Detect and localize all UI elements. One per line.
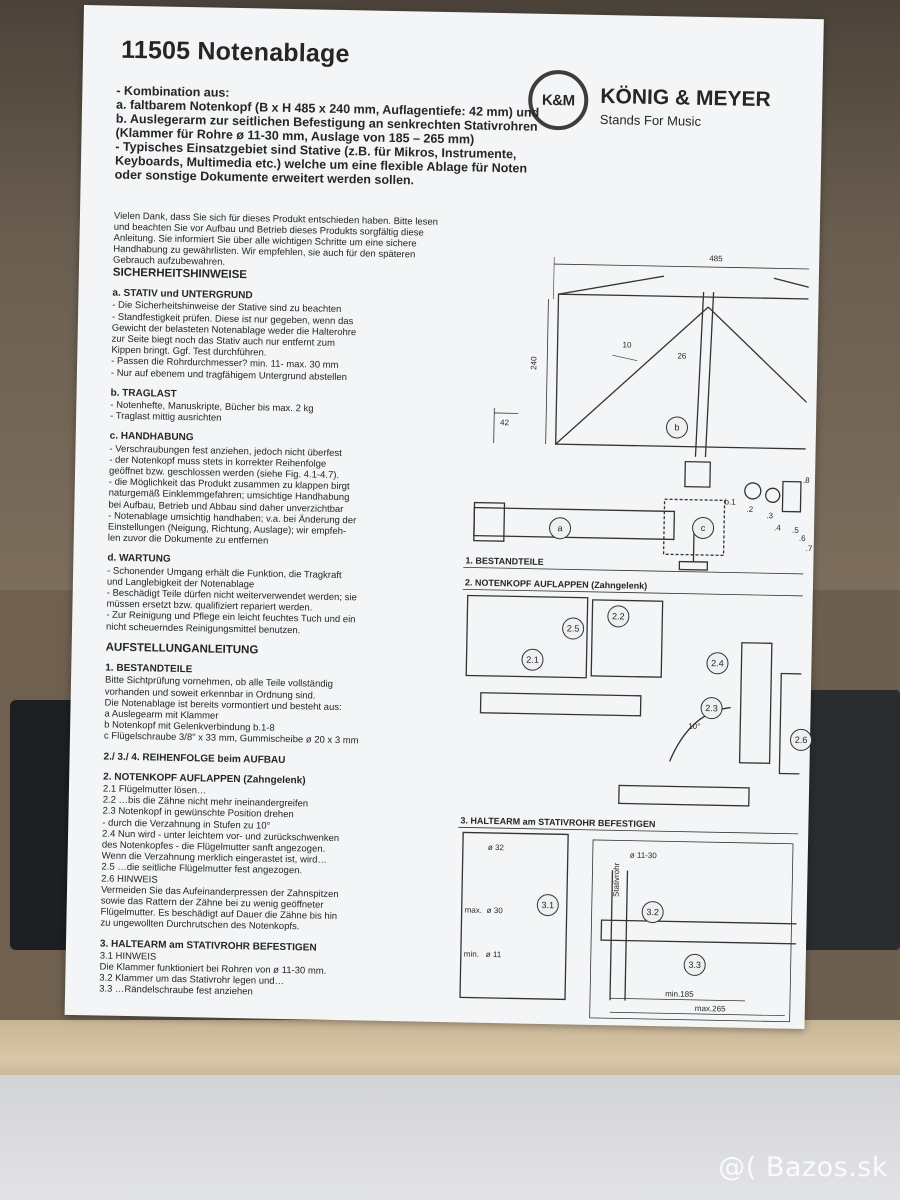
document-title: 11505 Notenablage [120,35,350,69]
watermark: @( Bazos.sk [718,1152,888,1183]
part-b7: .7 [805,543,813,554]
pipe-diameter: ø 11-30 [629,850,657,861]
brand-name: KÖNIG & MEYER [600,84,771,112]
part-b8: .8 [802,475,810,486]
dimension-depth: 42 [499,418,510,428]
instruction-sheet: 11505 Notenablage K&M KÖNIG & MEYER Stan… [64,5,824,1030]
reach-max: max.265 [694,1003,726,1014]
section-heading: SICHERHEITSHINWEISE [112,266,248,282]
section-heading: AUFSTELLUNGANLEITUNG [105,641,259,657]
part-b5: .5 [791,525,799,535]
part-b2: .2 [746,504,754,514]
clamp-min-label: min. [463,949,480,959]
dimension-10: 10 [622,340,632,350]
dimension-26: 26 [677,351,687,361]
part-b6: .6 [798,533,806,543]
reach-min: min.185 [665,989,694,999]
clamp-max-label: max. [464,905,483,915]
angle-label: 10° [688,721,701,731]
clamp-max-diameter: ø 30 [486,905,503,916]
floor-surface [0,1075,900,1200]
figure-1-title: 1. BESTANDTEILE [465,555,544,567]
dimension-width: 485 [709,254,723,264]
text-column: SICHERHEITSHINWEISE a. STATIV und UNTERG… [99,266,385,1001]
cardboard-edge [0,1020,900,1085]
subsection-heading: 2./ 3./ 4. REIHENFOLGE beim AUFBAU [103,751,286,766]
pipe-label: Stativrohr [611,862,622,898]
technical-drawings: 485 240 42 26 10 b a c b.1 .2 .3 .4 .5 .… [365,236,813,1024]
part-b4: .4 [774,523,781,533]
brand-tagline: Stands For Music [599,111,702,129]
drawing-lines [458,257,810,1023]
clamp-min-diameter: ø 11 [485,949,502,960]
part-b3: .3 [766,511,774,521]
step-2-6: 2.6 [789,728,813,752]
dimension-height: 240 [529,356,539,370]
clamp-ok-diameter: ø 32 [487,842,505,853]
combination-list: - Kombination aus: a. faltbarem Notenkop… [115,84,540,190]
part-b1: b.1 [724,497,736,507]
